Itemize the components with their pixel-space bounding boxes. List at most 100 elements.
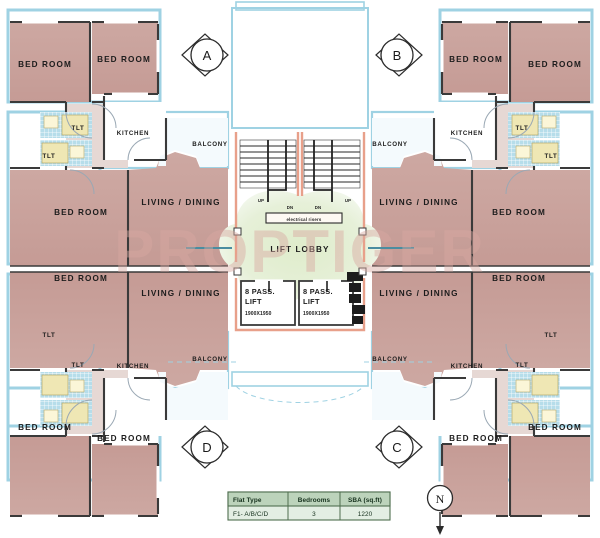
room-living-dining	[372, 272, 472, 386]
room-kitchen	[434, 378, 496, 436]
stair-dn-label: DN	[287, 205, 294, 210]
unit-d	[10, 271, 228, 518]
direction-marker-b: B	[375, 33, 423, 77]
hidden-edge-lines	[168, 361, 432, 403]
lift-lobby-label: LIFT LOBBY	[270, 245, 329, 254]
unit-c-labels: BED ROOM LIVING / DINING BALCONY TLT TLT…	[372, 274, 582, 443]
table-cell-flat-type: F1- A/B/C/D	[233, 511, 268, 518]
room-label: BED ROOM	[54, 274, 108, 283]
room-label: BED ROOM	[492, 274, 546, 283]
room-label: TLT	[43, 153, 56, 160]
table-cell-sba: 1220	[358, 511, 373, 518]
room-kitchen	[104, 102, 166, 160]
room-label: TLT	[516, 125, 529, 132]
room-label: BED ROOM	[449, 434, 503, 443]
lift-name: 8 PASS.	[303, 287, 333, 296]
room-balcony	[158, 372, 228, 420]
staircase: UP DN UP DN	[239, 139, 361, 210]
room-label: TLT	[516, 362, 529, 369]
room-label: BALCONY	[372, 356, 408, 363]
room-label: BED ROOM	[54, 208, 108, 217]
room-label: BALCONY	[192, 141, 228, 148]
service-shaft	[347, 272, 365, 324]
unit-d-labels: BED ROOM LIVING / DINING BALCONY TLT TLT…	[18, 274, 228, 443]
room-label: KITCHEN	[451, 130, 483, 137]
room-balcony	[372, 372, 442, 420]
stair-up-label: UP	[258, 198, 264, 203]
room-label: TLT	[72, 125, 85, 132]
room-bedroom	[472, 170, 590, 266]
core-shaft-walls	[234, 132, 366, 332]
room-label: BED ROOM	[492, 208, 546, 217]
table-header-flat-type: Flat Type	[233, 497, 262, 504]
room-living-dining	[128, 152, 228, 266]
direction-marker-d: D	[181, 425, 229, 469]
lift-car	[240, 280, 296, 326]
flat-details-table: Flat Type Bedrooms SBA (sq.ft) F1- A/B/C…	[227, 491, 391, 521]
north-arrow-icon: N	[426, 484, 454, 535]
room-label: TLT	[545, 332, 558, 339]
room-label: BALCONY	[192, 356, 228, 363]
lift-size: 1900X1950	[245, 311, 272, 317]
room-label: LIVING / DINING	[141, 289, 220, 298]
room-bedroom	[10, 436, 90, 516]
lift-name: 8 PASS.	[245, 287, 275, 296]
room-bedroom	[510, 436, 590, 516]
room-label: BED ROOM	[449, 55, 503, 64]
lift-type: LIFT	[245, 297, 262, 306]
room-label: BED ROOM	[18, 60, 72, 69]
room-label: TLT	[545, 153, 558, 160]
room-balcony	[158, 118, 228, 166]
unit-a-labels: BED ROOM BED ROOM KITCHEN BALCONY LIVING…	[18, 55, 228, 217]
stair-up-label: UP	[345, 198, 351, 203]
room-label: LIVING / DINING	[379, 289, 458, 298]
room-living-dining	[372, 152, 472, 266]
room-bedroom	[92, 444, 158, 516]
unit-a	[10, 20, 228, 267]
direction-label: D	[202, 440, 211, 455]
electrical-risers-box	[265, 212, 343, 224]
stair-dn-label: DN	[315, 205, 322, 210]
room-bedroom	[92, 22, 158, 94]
lift-type: LIFT	[303, 297, 320, 306]
unit-b	[372, 20, 590, 267]
room-bedroom	[10, 272, 128, 368]
room-label: BED ROOM	[97, 434, 151, 443]
room-bedroom	[10, 170, 128, 266]
central-core: UP DN UP DN electrical risers LIFT LOBBY…	[186, 132, 414, 332]
room-bedroom	[442, 22, 508, 94]
room-label: BED ROOM	[97, 55, 151, 64]
direction-label: C	[392, 440, 401, 455]
direction-label: A	[203, 48, 212, 63]
direction-marker-c: C	[375, 425, 423, 469]
room-label: BED ROOM	[18, 423, 72, 432]
room-bedroom	[442, 444, 508, 516]
room-kitchen	[434, 102, 496, 160]
room-label: BED ROOM	[528, 60, 582, 69]
room-label: BED ROOM	[528, 423, 582, 432]
electrical-risers-label: electrical risers	[287, 217, 322, 222]
direction-marker-a: A	[181, 33, 229, 77]
room-balcony	[372, 118, 442, 166]
table-header-bedrooms: Bedrooms	[298, 497, 331, 504]
room-label: TLT	[72, 362, 85, 369]
lift-size: 1900X1950	[303, 311, 330, 317]
unit-c	[372, 271, 590, 518]
unit-b-labels: BED ROOM BED ROOM KITCHEN BALCONY LIVING…	[372, 55, 582, 217]
room-bedroom	[510, 22, 590, 102]
room-kitchen	[104, 378, 166, 436]
watermark: PROPTIGER	[114, 218, 485, 285]
north-label: N	[436, 492, 445, 506]
direction-label: B	[393, 48, 402, 63]
room-label: BALCONY	[372, 141, 408, 148]
room-label: KITCHEN	[117, 363, 149, 370]
room-bedroom	[472, 272, 590, 368]
table-header-sba: SBA (sq.ft)	[348, 497, 382, 504]
table-cell-bedrooms: 3	[312, 511, 316, 518]
room-label: LIVING / DINING	[141, 198, 220, 207]
room-label: TLT	[43, 332, 56, 339]
room-label: KITCHEN	[451, 363, 483, 370]
room-living-dining	[128, 272, 228, 386]
